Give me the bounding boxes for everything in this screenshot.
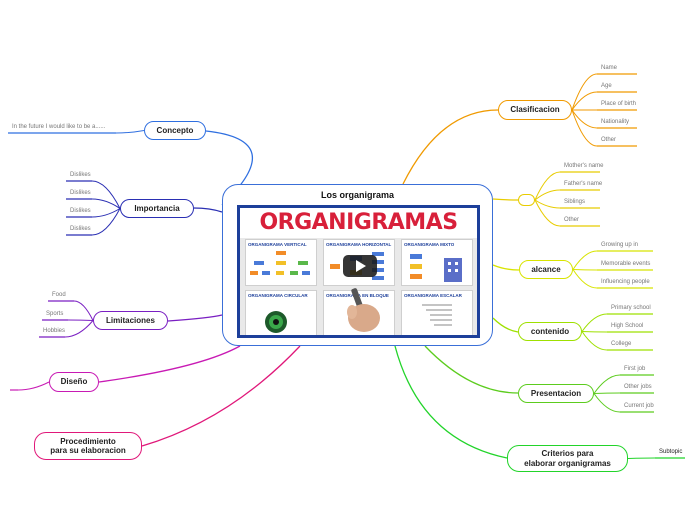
branch-line	[492, 198, 519, 201]
branch-line	[424, 345, 519, 394]
org-chart-thumbnail	[265, 311, 287, 333]
subtopic-line	[534, 199, 561, 227]
subtopic-clasificacion[interactable]: Age	[601, 83, 612, 89]
subtopic-sin-titulo[interactable]: Siblings	[564, 199, 586, 205]
branch-line	[402, 109, 499, 185]
subtopic-limitaciones[interactable]: Hobbies	[43, 328, 66, 334]
topic-clasificacion[interactable]: Clasificacion	[498, 100, 572, 120]
topic-presentacion[interactable]: Presentacion	[518, 384, 594, 403]
topic-alcance[interactable]: alcance	[519, 260, 573, 279]
subtopic-importancia[interactable]: Dislikes	[70, 172, 91, 178]
subtopic-criterios[interactable]: Subtopic	[659, 449, 683, 455]
topic-diseno[interactable]: Diseño	[49, 372, 99, 392]
subtopic-line	[571, 91, 598, 111]
subtopic-line	[581, 331, 608, 333]
central-topic[interactable]: Los organigrama ORGANIGRAMAS ORGANIGRAMA…	[222, 184, 493, 346]
subtopic-alcance[interactable]: Influencing people	[601, 279, 650, 285]
subtopic-line	[67, 319, 94, 321]
topic-sin-titulo[interactable]	[518, 194, 535, 206]
org-chart-thumbnail	[410, 254, 462, 282]
subtopic-line	[73, 300, 94, 321]
subtopic-contenido[interactable]: College	[611, 341, 632, 347]
subtopic-line	[571, 109, 598, 147]
subtopic-line	[627, 457, 656, 459]
subtopic-alcance[interactable]: Growing up in	[601, 242, 639, 248]
org-chart-thumbnail	[422, 304, 452, 326]
subtopic-line	[17, 381, 50, 391]
subtopic-line	[572, 269, 598, 271]
subtopic-line	[534, 199, 561, 209]
subtopic-contenido[interactable]: Primary school	[611, 305, 651, 311]
branch-line	[193, 207, 223, 213]
org-chart-thumbnail	[250, 251, 310, 275]
subtopic-line	[91, 208, 121, 218]
subtopic-presentacion[interactable]: Current job	[624, 403, 654, 409]
subtopic-importancia[interactable]: Dislikes	[70, 190, 91, 196]
video-embed[interactable]: ORGANIGRAMAS ORGANIGRAMA VERTICAL ORGANI…	[237, 205, 480, 338]
video-card-label: ORGANIGRAMA HORIZONTAL	[326, 242, 392, 247]
topic-contenido[interactable]: contenido	[518, 322, 582, 341]
subtopic-line	[593, 393, 621, 413]
topic-limitaciones[interactable]: Limitaciones	[93, 311, 168, 330]
video-card-escalar: ORGANIGRAMA ESCALAR	[401, 290, 473, 335]
topic-criterios[interactable]: Criterios para elaborar organigramas	[507, 445, 628, 472]
video-card-label: ORGANIGRAMA VERTICAL	[248, 242, 307, 247]
video-card-circular: ORGANIGRAMA CIRCULAR	[245, 290, 317, 335]
subtopic-sin-titulo[interactable]: Other	[564, 217, 580, 223]
topic-procedimiento[interactable]: Procedimiento para su elaboracion	[34, 432, 142, 460]
subtopic-line	[593, 374, 621, 394]
subtopic-line	[534, 189, 561, 201]
subtopic-sin-titulo[interactable]: Mother's name	[564, 163, 604, 169]
subtopic-line	[571, 109, 598, 129]
video-card-mixto: ORGANIGRAMA MIXTO	[401, 239, 473, 286]
subtopic-importancia[interactable]: Dislikes	[70, 208, 91, 214]
video-title-band	[240, 208, 477, 238]
branch-line	[492, 317, 519, 333]
subtopic-clasificacion[interactable]: Name	[601, 65, 618, 71]
subtopic-line	[91, 198, 121, 209]
subtopic-line	[64, 320, 94, 338]
video-card-label: ORGANIGRAMA CIRCULAR	[248, 293, 308, 298]
subtopic-sin-titulo[interactable]: Father's name	[564, 181, 603, 187]
subtopic-limitaciones[interactable]: Food	[52, 292, 66, 298]
subtopic-line	[572, 250, 598, 270]
video-card-label: ORGANIGRAMA ESCALAR	[404, 293, 462, 298]
topic-importancia[interactable]: Importancia	[120, 199, 194, 218]
subtopic-line	[571, 73, 598, 111]
subtopic-presentacion[interactable]: Other jobs	[624, 384, 652, 390]
topic-concepto[interactable]: Concepto	[144, 121, 206, 140]
subtopic-concepto[interactable]: In the future I would like to be a......	[12, 124, 106, 130]
subtopic-clasificacion[interactable]: Other	[601, 137, 617, 143]
subtopic-presentacion[interactable]: First job	[624, 366, 646, 372]
subtopic-limitaciones[interactable]: Sports	[46, 311, 64, 317]
branch-line	[98, 345, 241, 383]
subtopic-importancia[interactable]: Dislikes	[70, 226, 91, 232]
video-title: ORGANIGRAMAS	[259, 210, 458, 235]
subtopic-line	[593, 392, 621, 394]
subtopic-line	[534, 171, 561, 201]
branch-line	[394, 345, 508, 459]
subtopic-contenido[interactable]: High School	[611, 323, 644, 329]
subtopic-line	[91, 208, 121, 236]
subtopic-line	[581, 331, 608, 351]
branch-line	[167, 314, 223, 322]
video-card-label: ORGANIGRAMA MIXTO	[404, 242, 455, 247]
subtopic-line	[572, 269, 598, 289]
subtopic-line	[581, 313, 608, 332]
video-play-button[interactable]	[343, 255, 377, 277]
hand-with-marker-icon	[347, 288, 380, 332]
play-icon	[356, 260, 366, 272]
branch-line	[492, 264, 520, 271]
subtopic-line	[115, 130, 145, 134]
subtopic-alcance[interactable]: Memorable events	[601, 261, 651, 267]
subtopic-clasificacion[interactable]: Nationality	[601, 119, 630, 125]
subtopic-line	[91, 180, 121, 209]
subtopic-clasificacion[interactable]: Place of birth	[601, 101, 637, 107]
central-topic-title: Los organigrama	[320, 190, 394, 200]
branch-line	[141, 345, 301, 447]
video-card-vertical: ORGANIGRAMA VERTICAL	[245, 239, 317, 286]
